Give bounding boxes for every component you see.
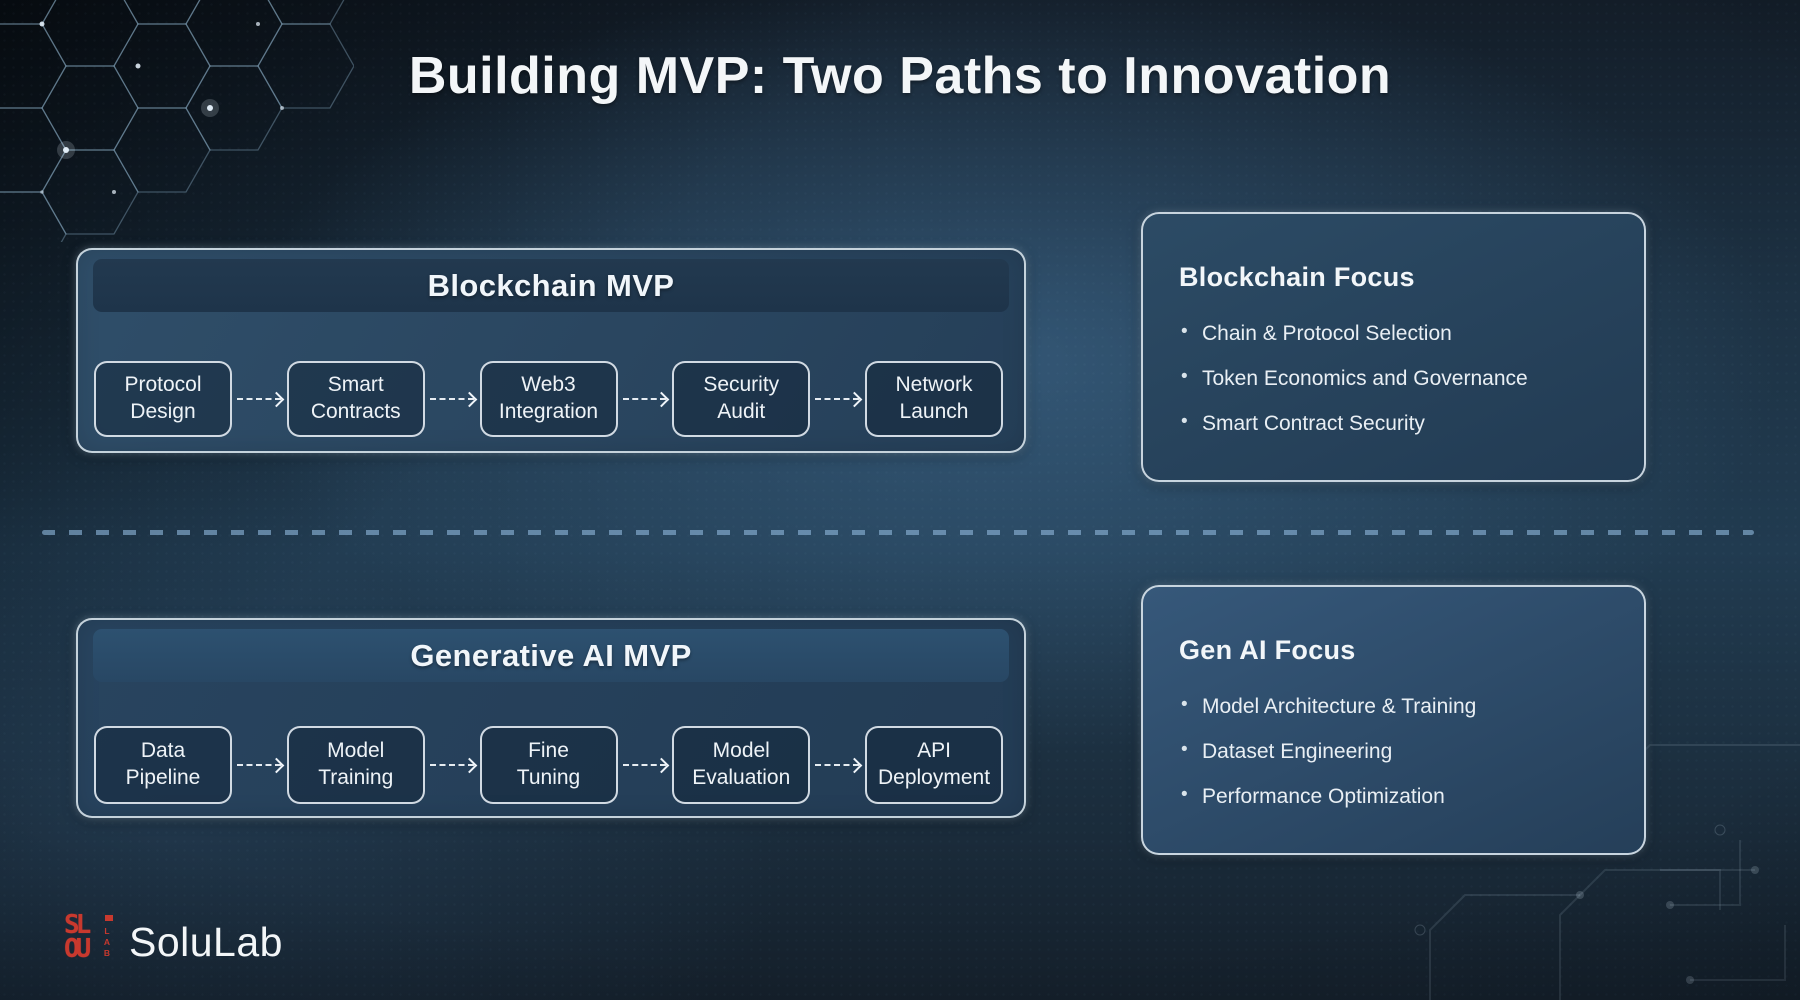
gen-ai-focus-panel: Gen AI Focus Model Architecture & Traini… (1141, 585, 1646, 855)
solulab-logo: SL OU LAB SoluLab (64, 910, 283, 970)
arrow-right-icon (429, 726, 477, 804)
flow-step-api-deployment: API Deployment (865, 726, 1003, 804)
generative-ai-mvp-header: Generative AI MVP (93, 629, 1009, 682)
blockchain-flow-row: Protocol Design Smart Contracts Web3 Int… (94, 361, 1003, 437)
gen-ai-focus-title: Gen AI Focus (1179, 635, 1356, 665)
blockchain-focus-title: Blockchain Focus (1179, 262, 1415, 292)
hexagon-network-decoration (0, 0, 354, 242)
flow-step-security-audit: Security Audit (672, 361, 811, 437)
arrow-right-icon (622, 361, 670, 437)
flow-step-model-training: Model Training (286, 726, 425, 804)
flow-step-web3-integration: Web3 Integration (479, 361, 618, 437)
solulab-wordmark: SoluLab (129, 918, 283, 965)
blockchain-mvp-panel: Blockchain MVP Protocol Design Smart Con… (76, 248, 1026, 453)
focus-item: Smart Contract Security (1179, 411, 1610, 436)
flow-step-fine-tuning: Fine Tuning (479, 726, 618, 804)
focus-item: Chain & Protocol Selection (1179, 321, 1610, 346)
dashed-divider (42, 530, 1754, 535)
flow-step-network-launch: Network Launch (865, 361, 1003, 437)
arrow-right-icon (429, 361, 477, 437)
flow-step-model-evaluation: Model Evaluation (672, 726, 811, 804)
arrow-right-icon (815, 726, 863, 804)
focus-item: Performance Optimization (1179, 784, 1610, 809)
flow-step-data-pipeline: Data Pipeline (94, 726, 232, 804)
arrow-right-icon (237, 726, 285, 804)
focus-item: Dataset Engineering (1179, 739, 1610, 764)
genai-flow-row: Data Pipeline Model Training Fine Tuning… (94, 726, 1003, 804)
gen-ai-focus-list: Model Architecture & Training Dataset En… (1179, 694, 1610, 810)
logo-block-row: OU (64, 933, 91, 964)
generative-ai-mvp-panel: Generative AI MVP Data Pipeline Model Tr… (76, 618, 1026, 818)
logo-block-row: SL (64, 910, 91, 940)
blockchain-mvp-header: Blockchain MVP (93, 259, 1009, 312)
flow-step-protocol-design: Protocol Design (94, 361, 232, 437)
flow-step-smart-contracts: Smart Contracts (286, 361, 425, 437)
arrow-right-icon (622, 726, 670, 804)
logo-red-square (105, 915, 113, 921)
focus-item: Token Economics and Governance (1179, 366, 1610, 391)
solulab-logo-icon: SL OU LAB (64, 910, 114, 970)
focus-item: Model Architecture & Training (1179, 694, 1610, 719)
blockchain-focus-list: Chain & Protocol Selection Token Economi… (1179, 321, 1610, 437)
blockchain-focus-panel: Blockchain Focus Chain & Protocol Select… (1141, 212, 1646, 482)
page-title: Building MVP: Two Paths to Innovation (408, 47, 1392, 105)
arrow-right-icon (815, 361, 863, 437)
logo-lab-vertical: LAB (102, 926, 112, 959)
arrow-right-icon (237, 361, 285, 437)
